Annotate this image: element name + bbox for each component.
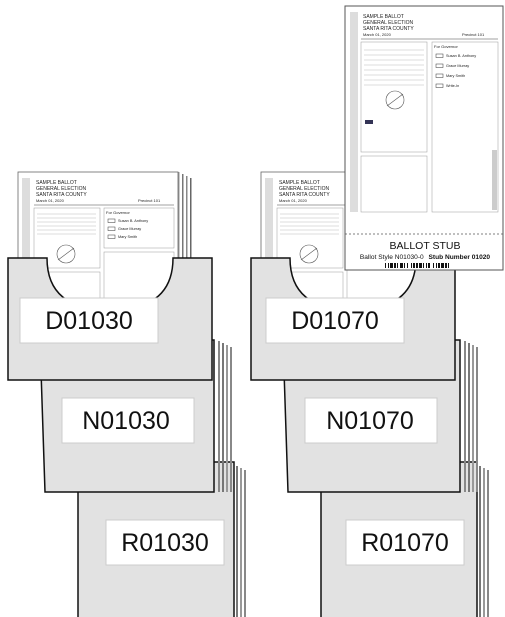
svg-text:Grace Murray: Grace Murray <box>446 64 469 68</box>
ballot-with-stub: SAMPLE BALLOT GENERAL ELECTION SANTA RIT… <box>345 6 503 270</box>
pocket-label: R01070 <box>361 529 449 557</box>
svg-text:Susan B. Anthony: Susan B. Anthony <box>118 219 148 223</box>
ballot-stack-edges <box>236 466 246 617</box>
svg-text:Susan B. Anthony: Susan B. Anthony <box>446 54 476 58</box>
pocket-label: R01030 <box>121 529 209 557</box>
svg-text:Mary Smith: Mary Smith <box>118 235 137 239</box>
pocket-d-left: SAMPLE BALLOT GENERAL ELECTION SANTA RIT… <box>8 172 212 380</box>
svg-text:Precinct 101: Precinct 101 <box>138 198 161 203</box>
pocket-label: N01070 <box>326 407 414 435</box>
svg-text:Grace Murray: Grace Murray <box>118 227 141 231</box>
ballot-stack-edges <box>479 466 489 617</box>
svg-text:Mary Smith: Mary Smith <box>446 74 465 78</box>
pocket-label: D01070 <box>291 307 379 335</box>
pocket-label: D01030 <box>45 307 133 335</box>
svg-text:Precinct 101: Precinct 101 <box>462 32 485 37</box>
svg-text:Write-In: Write-In <box>446 84 459 88</box>
stub-barcode <box>385 263 449 268</box>
svg-text:For Governor: For Governor <box>434 44 458 49</box>
stub-style-line: Ballot Style N01030-0 Stub Number 01020 <box>360 254 491 261</box>
svg-text:March 01, 2020: March 01, 2020 <box>36 198 65 203</box>
svg-text:March 01, 2020: March 01, 2020 <box>363 32 392 37</box>
svg-text:For Governor: For Governor <box>106 210 130 215</box>
pocket-label: N01030 <box>82 407 170 435</box>
stub-title: BALLOT STUB <box>390 240 461 252</box>
svg-text:March 01, 2020: March 01, 2020 <box>279 198 308 203</box>
